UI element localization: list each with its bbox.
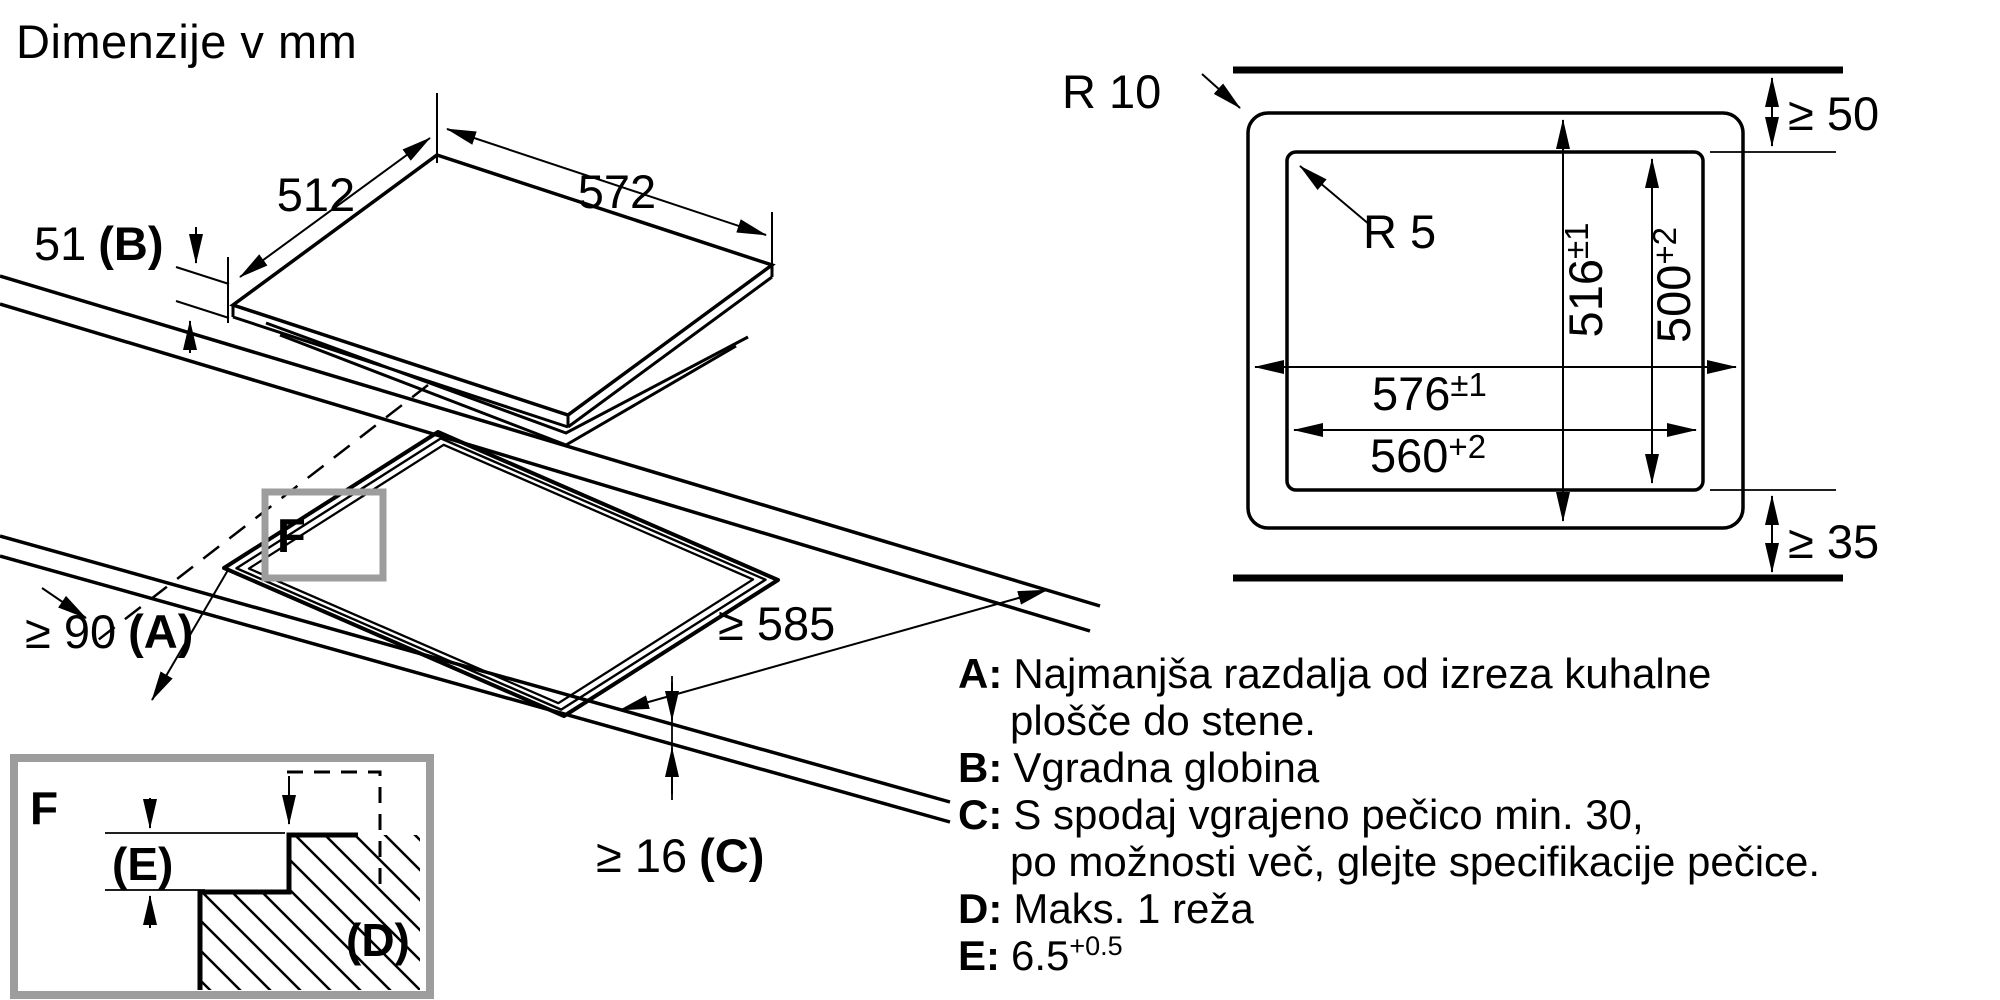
detail-ref-frame (261, 488, 387, 582)
dim-512-line (239, 137, 431, 278)
r10-leader (1201, 73, 1241, 109)
legend-row-c2: po možnosti več, glejte specifikacije pe… (1010, 838, 1821, 885)
r10-label: R 10 (1062, 65, 1161, 118)
legend-row-c: C:S spodaj vgrajeno pečico min. 30, (958, 791, 1820, 838)
dimension-90-A (41, 569, 229, 701)
isometric-view (0, 93, 1101, 824)
dim-585-label: ≥ 585 (718, 597, 835, 650)
r5-leader (1299, 165, 1371, 226)
cutout-middle-line (235, 437, 767, 711)
hob-body (265, 321, 749, 447)
detail-step-profile (197, 832, 358, 990)
tick-b-bottom (175, 300, 230, 319)
legend-row-a2: plošče do stene. (1010, 697, 1316, 744)
legend-text-d: Maks. 1 reža (1013, 885, 1254, 932)
cutout-labels: R 10 R 5 516±1 500+2 576±1 560+2 ≥ 50 ≥ … (1062, 65, 1879, 568)
dim-572-line (446, 128, 767, 236)
hob-body-line-2 (279, 333, 737, 447)
dim-51-label: 51(B) (34, 217, 164, 270)
detail-hatch-area (200, 835, 420, 990)
cutout-outer-line (222, 430, 780, 718)
isometric-labels: 512 572 51(B) ≥ 90(A) ≥ 585 ≥ 16(C) F (25, 165, 835, 882)
detail-ref-label: F (277, 509, 306, 562)
legend-text-a: Najmanjša razdalja od izreza kuhalne (1013, 650, 1712, 697)
cutout-inner-line (247, 443, 755, 705)
hob-glass-bottom-right (567, 275, 773, 429)
worktop-back-edge-line-2 (0, 302, 1091, 633)
detail-d-label: (D) (346, 914, 410, 966)
worktop-front-edge-line-1 (0, 534, 951, 804)
detail-e-label: (E) (112, 838, 173, 890)
dim-576-label: 576±1 (1372, 366, 1487, 420)
dimension-572 (446, 128, 773, 274)
legend-row-d: D:Maks. 1 reža (958, 885, 1820, 932)
legend-row-e: E:6.5+0.5 (958, 932, 1820, 979)
detail-e-ext-lines (105, 832, 285, 891)
dimension-51-B (175, 227, 230, 353)
legend-key-c: C: (958, 791, 1003, 838)
dim-516-label: 516±1 (1558, 223, 1612, 338)
legend-key-e: E: (958, 932, 1000, 979)
dimension-512 (227, 93, 438, 323)
legend-text-e: 6.5 (1011, 932, 1070, 979)
r5-label: R 5 (1363, 205, 1436, 258)
hob-body-line-1 (265, 321, 749, 435)
legend-text-e-sup: +0.5 (1069, 931, 1123, 961)
detail-labels: F (E) (D) (30, 782, 410, 966)
clearance-top-label: ≥ 50 (1788, 87, 1879, 140)
dim-90-leader (151, 569, 229, 701)
dim-90-label: ≥ 90(A) (25, 605, 193, 658)
legend-text-b: Vgradna globina (1013, 744, 1320, 791)
dim-500-label: 500+2 (1646, 227, 1700, 343)
dim-560-label: 560+2 (1370, 428, 1486, 482)
legend-key-d: D: (958, 885, 1003, 932)
legend-row-a: A:Najmanjša razdalja od izreza kuhalne (958, 650, 1820, 697)
dim-572-label: 572 (578, 165, 656, 218)
legend: A:Najmanjša razdalja od izreza kuhalne p… (958, 650, 1820, 979)
cutout-outer-rect (1246, 111, 1745, 530)
legend-key-a: A: (958, 650, 1003, 697)
clearance-bottom-label: ≥ 35 (1788, 515, 1879, 568)
detail-arrows (143, 776, 296, 928)
worktop-cutout-outline (222, 430, 780, 718)
detail-f-view: F (E) (D) (10, 754, 434, 999)
dim-90-arrow-wall (41, 587, 87, 619)
cutout-plan-view: R 10 R 5 516±1 500+2 576±1 560+2 ≥ 50 ≥ … (1062, 65, 1879, 582)
tick-b-top (175, 266, 230, 285)
page-title: Dimenzije v mm (16, 15, 358, 68)
detail-hob-edge-dashed (287, 770, 382, 893)
worktop-front-edge-line-2 (0, 554, 951, 824)
legend-key-b: B: (958, 744, 1003, 791)
worktop-front-edge (0, 534, 951, 824)
dim-512-label: 512 (277, 168, 355, 221)
dim-16-label: ≥ 16(C) (596, 829, 764, 882)
legend-text-c: S spodaj vgrajeno pečico min. 30, (1013, 791, 1644, 838)
dim-585-line (619, 589, 1048, 711)
detail-f-label: F (30, 782, 58, 834)
cutout-inner-rect (1285, 150, 1705, 492)
legend-row-b: B:Vgradna globina (958, 744, 1820, 791)
